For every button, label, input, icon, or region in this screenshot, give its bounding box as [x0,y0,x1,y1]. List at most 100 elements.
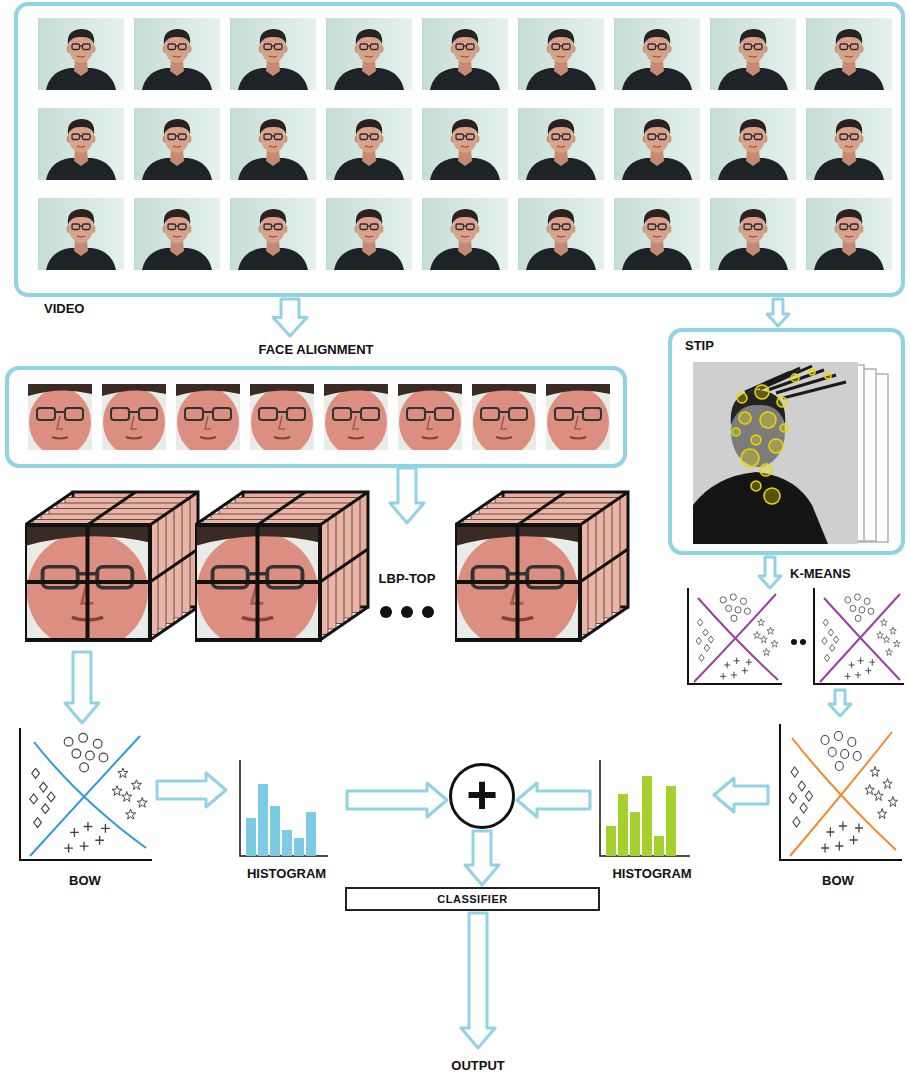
video-frame [422,18,508,90]
aligned-face [250,384,314,456]
interest-point [791,374,799,382]
aligned-face [176,384,240,456]
video-frame [326,198,412,270]
node-label: HISTOGRAM [228,866,345,881]
interest-point [760,464,772,476]
bar [666,786,676,856]
chart-axes [240,760,328,856]
bar [282,830,292,856]
node-label: CLASSIFIER [437,893,507,906]
video-frame [326,108,412,180]
bar [258,784,268,856]
interest-point [825,373,831,379]
bar [618,794,628,856]
ellipsis-dot [422,606,434,618]
video-frame [422,198,508,270]
video-frame [38,108,124,180]
aligned-face [472,384,536,456]
interest-point [751,435,761,445]
node-label: K-MEANS [790,566,851,581]
node-label: LBP-TOP [379,571,436,586]
video-frame [230,108,316,180]
ellipsis-dot [791,639,797,645]
interest-point [751,481,761,491]
aligned-face [546,384,610,456]
face-alignment-panel: FACE ALIGNMENT [5,338,627,466]
flow-arrow [65,652,99,723]
video-frame [614,198,700,270]
video-frame [614,18,700,90]
interest-point [732,428,740,436]
ellipsis-dot [800,639,806,645]
flow-arrow [347,783,447,817]
output-terminal: OUTPUT [428,1050,528,1080]
aligned-face [28,384,92,456]
flow-arrow [461,913,495,1048]
video-frame [806,108,892,180]
ellipsis-dot [380,606,392,618]
bar [246,818,256,856]
video-frame [806,18,892,90]
lbp-top-group: LBP-TOP [20,525,630,650]
interest-point [755,385,769,399]
panel-border [7,368,625,466]
plot-axes [814,588,904,684]
ellipsis-dot [401,606,413,618]
bar [294,838,304,856]
video-frame [38,198,124,270]
interest-point [764,488,780,504]
plot-axes [780,724,902,860]
node-label: + [466,767,498,821]
video-frame [38,18,124,90]
interest-point [780,424,788,432]
video-frame [710,198,796,270]
bow-plot: BOW [770,718,906,890]
flow-arrow [714,778,768,812]
video-frame [134,18,220,90]
lbp-top-volume [455,492,628,650]
histogram-bars [606,776,676,856]
histogram-chart: HISTOGRAM [592,755,712,885]
video-panel: VIDEO [14,2,905,297]
video-frame [422,108,508,180]
cluster-boundary [30,736,146,856]
cluster-boundary [820,594,900,682]
bar [630,812,640,856]
stip-frame [693,362,858,544]
node-label: STIP [685,338,714,353]
histogram-bars [246,784,316,856]
bar [270,806,280,856]
flow-arrow [759,557,781,588]
interest-points [732,369,831,504]
aligned-face [102,384,166,456]
video-frame [230,198,316,270]
bow-plot: BOW [15,725,155,890]
bar [606,826,616,856]
video-frame [518,18,604,90]
video-frame [710,18,796,90]
video-frame [230,18,316,90]
lbp-top-volume [195,492,368,650]
video-frame [518,198,604,270]
interest-point [809,369,815,375]
video-frame [806,198,892,270]
bar [654,836,664,856]
flow-arrow [517,783,590,817]
interest-point [739,412,751,424]
lbp-top-volume [25,492,198,650]
flow-arrow [157,773,226,807]
video-frame [134,198,220,270]
classifier-box: CLASSIFIER [345,887,600,911]
plot-axes [20,728,152,860]
cluster-boundary [790,732,896,856]
silhouette-body [693,472,828,544]
interest-point [769,439,783,453]
aligned-face [324,384,388,456]
stip-panel: STIP [668,328,905,555]
plot-axes [688,588,782,684]
node-label: VIDEO [44,301,84,316]
aligned-face [398,384,462,456]
